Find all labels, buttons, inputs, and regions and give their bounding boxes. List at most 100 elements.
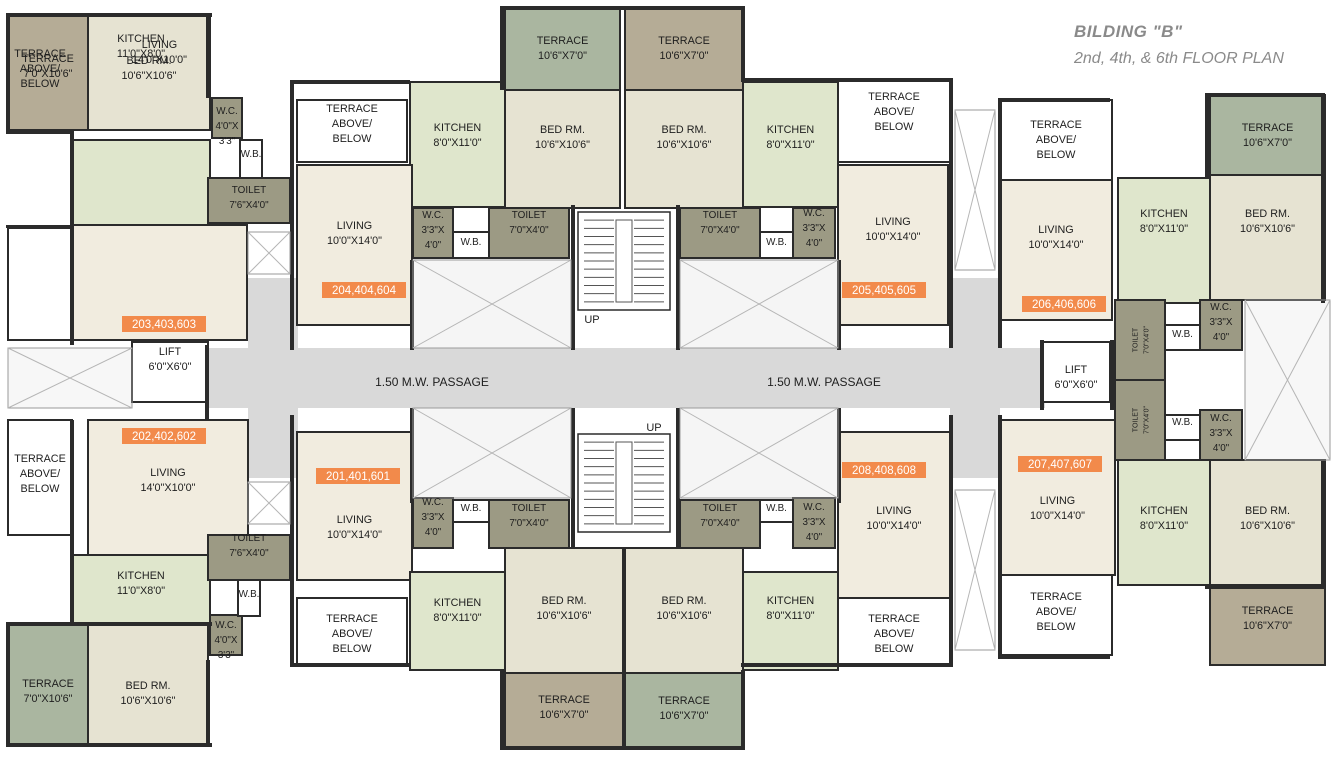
room-t4 bbox=[624, 7, 744, 91]
room-tab7 bbox=[999, 99, 1113, 181]
room-wc6 bbox=[792, 497, 836, 549]
room-wc4 bbox=[792, 207, 836, 259]
wall-segment-33 bbox=[1205, 585, 1325, 589]
passage-left-branch bbox=[248, 278, 298, 478]
room-label-wb7: W.B. bbox=[1172, 329, 1193, 340]
room-tab6 bbox=[837, 597, 951, 667]
room-label-b5: BED RM.10'6"X10'6" bbox=[536, 595, 591, 622]
room-b3 bbox=[504, 89, 621, 209]
wall-segment-8 bbox=[290, 80, 294, 350]
wall-segment-45 bbox=[676, 408, 680, 548]
room-tl1 bbox=[207, 177, 291, 224]
room-t3 bbox=[504, 7, 621, 91]
room-label-b7: BED RM.10'6"X10'6" bbox=[1240, 208, 1295, 235]
room-label-b3: BED RM.10'6"X10'6" bbox=[535, 124, 590, 151]
unit-tags: 203,403,603202,402,602204,404,604201,401… bbox=[122, 282, 1106, 484]
room-wc3 bbox=[412, 207, 454, 259]
duct-cross-2 bbox=[679, 259, 839, 349]
room-tl2 bbox=[207, 534, 291, 581]
wall-segment-44 bbox=[571, 408, 575, 548]
wall-segment-15 bbox=[998, 98, 1110, 102]
svg-text:204,404,604: 204,404,604 bbox=[332, 285, 397, 297]
svg-text:205,405,605: 205,405,605 bbox=[852, 285, 916, 297]
passage-label-right: 1.50 M.W. PASSAGE bbox=[767, 375, 881, 389]
room-t5 bbox=[504, 672, 624, 749]
wall-segment-19 bbox=[6, 622, 212, 626]
passage-right-branch bbox=[950, 278, 1000, 478]
wall-segment-43 bbox=[410, 408, 414, 503]
unit-tag-u206: 206,406,606 bbox=[1022, 296, 1106, 312]
duct-cross-7 bbox=[247, 231, 291, 275]
room-tab3 bbox=[296, 99, 408, 163]
structure bbox=[6, 6, 1331, 750]
duct-cross-1 bbox=[412, 259, 572, 349]
room-k5 bbox=[409, 571, 506, 671]
room-label-wb2: W.B. bbox=[239, 589, 260, 600]
wall-segment-21 bbox=[6, 743, 212, 747]
wall-segment-42 bbox=[837, 260, 841, 350]
room-l6 bbox=[837, 431, 951, 601]
wall-segment-35 bbox=[205, 345, 209, 408]
wall-segment-16 bbox=[1205, 93, 1325, 97]
room-fills bbox=[7, 7, 1330, 749]
duct-cross-6 bbox=[1244, 299, 1331, 461]
wall-segment-23 bbox=[70, 420, 74, 625]
room-wb7 bbox=[1164, 324, 1201, 351]
stair-up-label-bottom: UP bbox=[646, 422, 661, 434]
wall-segment-25 bbox=[290, 663, 410, 667]
svg-text:201,401,601: 201,401,601 bbox=[326, 471, 390, 483]
room-l4 bbox=[296, 431, 413, 581]
room-tl8 bbox=[1114, 379, 1166, 461]
wall-segment-20 bbox=[6, 622, 10, 747]
svg-text:206,406,606: 206,406,606 bbox=[1032, 299, 1096, 311]
staircase-top bbox=[577, 211, 671, 311]
unit-tag-u207: 207,407,607 bbox=[1018, 456, 1102, 472]
wall-segment-9 bbox=[500, 6, 504, 90]
room-b8 bbox=[1209, 459, 1326, 586]
plan-title: BILDING "B" 2nd, 4th, & 6th FLOOR PLAN bbox=[1074, 22, 1322, 68]
svg-text:207,407,607: 207,407,607 bbox=[1028, 459, 1092, 471]
room-l3 bbox=[296, 164, 413, 326]
wall-segment-18 bbox=[1205, 93, 1209, 178]
wall-segment-13 bbox=[949, 78, 953, 348]
building-title: BILDING "B" bbox=[1074, 22, 1183, 41]
room-wb3 bbox=[452, 231, 490, 259]
wall-segment-36 bbox=[205, 405, 209, 420]
room-label-b4: BED RM.10'6"X10'6" bbox=[656, 124, 711, 151]
room-label-b2: BED RM.10'6"X10'6" bbox=[120, 680, 175, 707]
wall-segment-26 bbox=[500, 670, 504, 750]
room-label-wb5: W.B. bbox=[461, 503, 482, 514]
wall-segment-28 bbox=[741, 670, 745, 750]
room-label-b1: BED RM.10'6"X10'6" bbox=[121, 55, 176, 82]
unit-tag-u204: 204,404,604 bbox=[322, 282, 406, 298]
wall-segment-46 bbox=[837, 408, 841, 503]
room-tab8 bbox=[999, 574, 1113, 656]
room-k2 bbox=[71, 554, 211, 626]
